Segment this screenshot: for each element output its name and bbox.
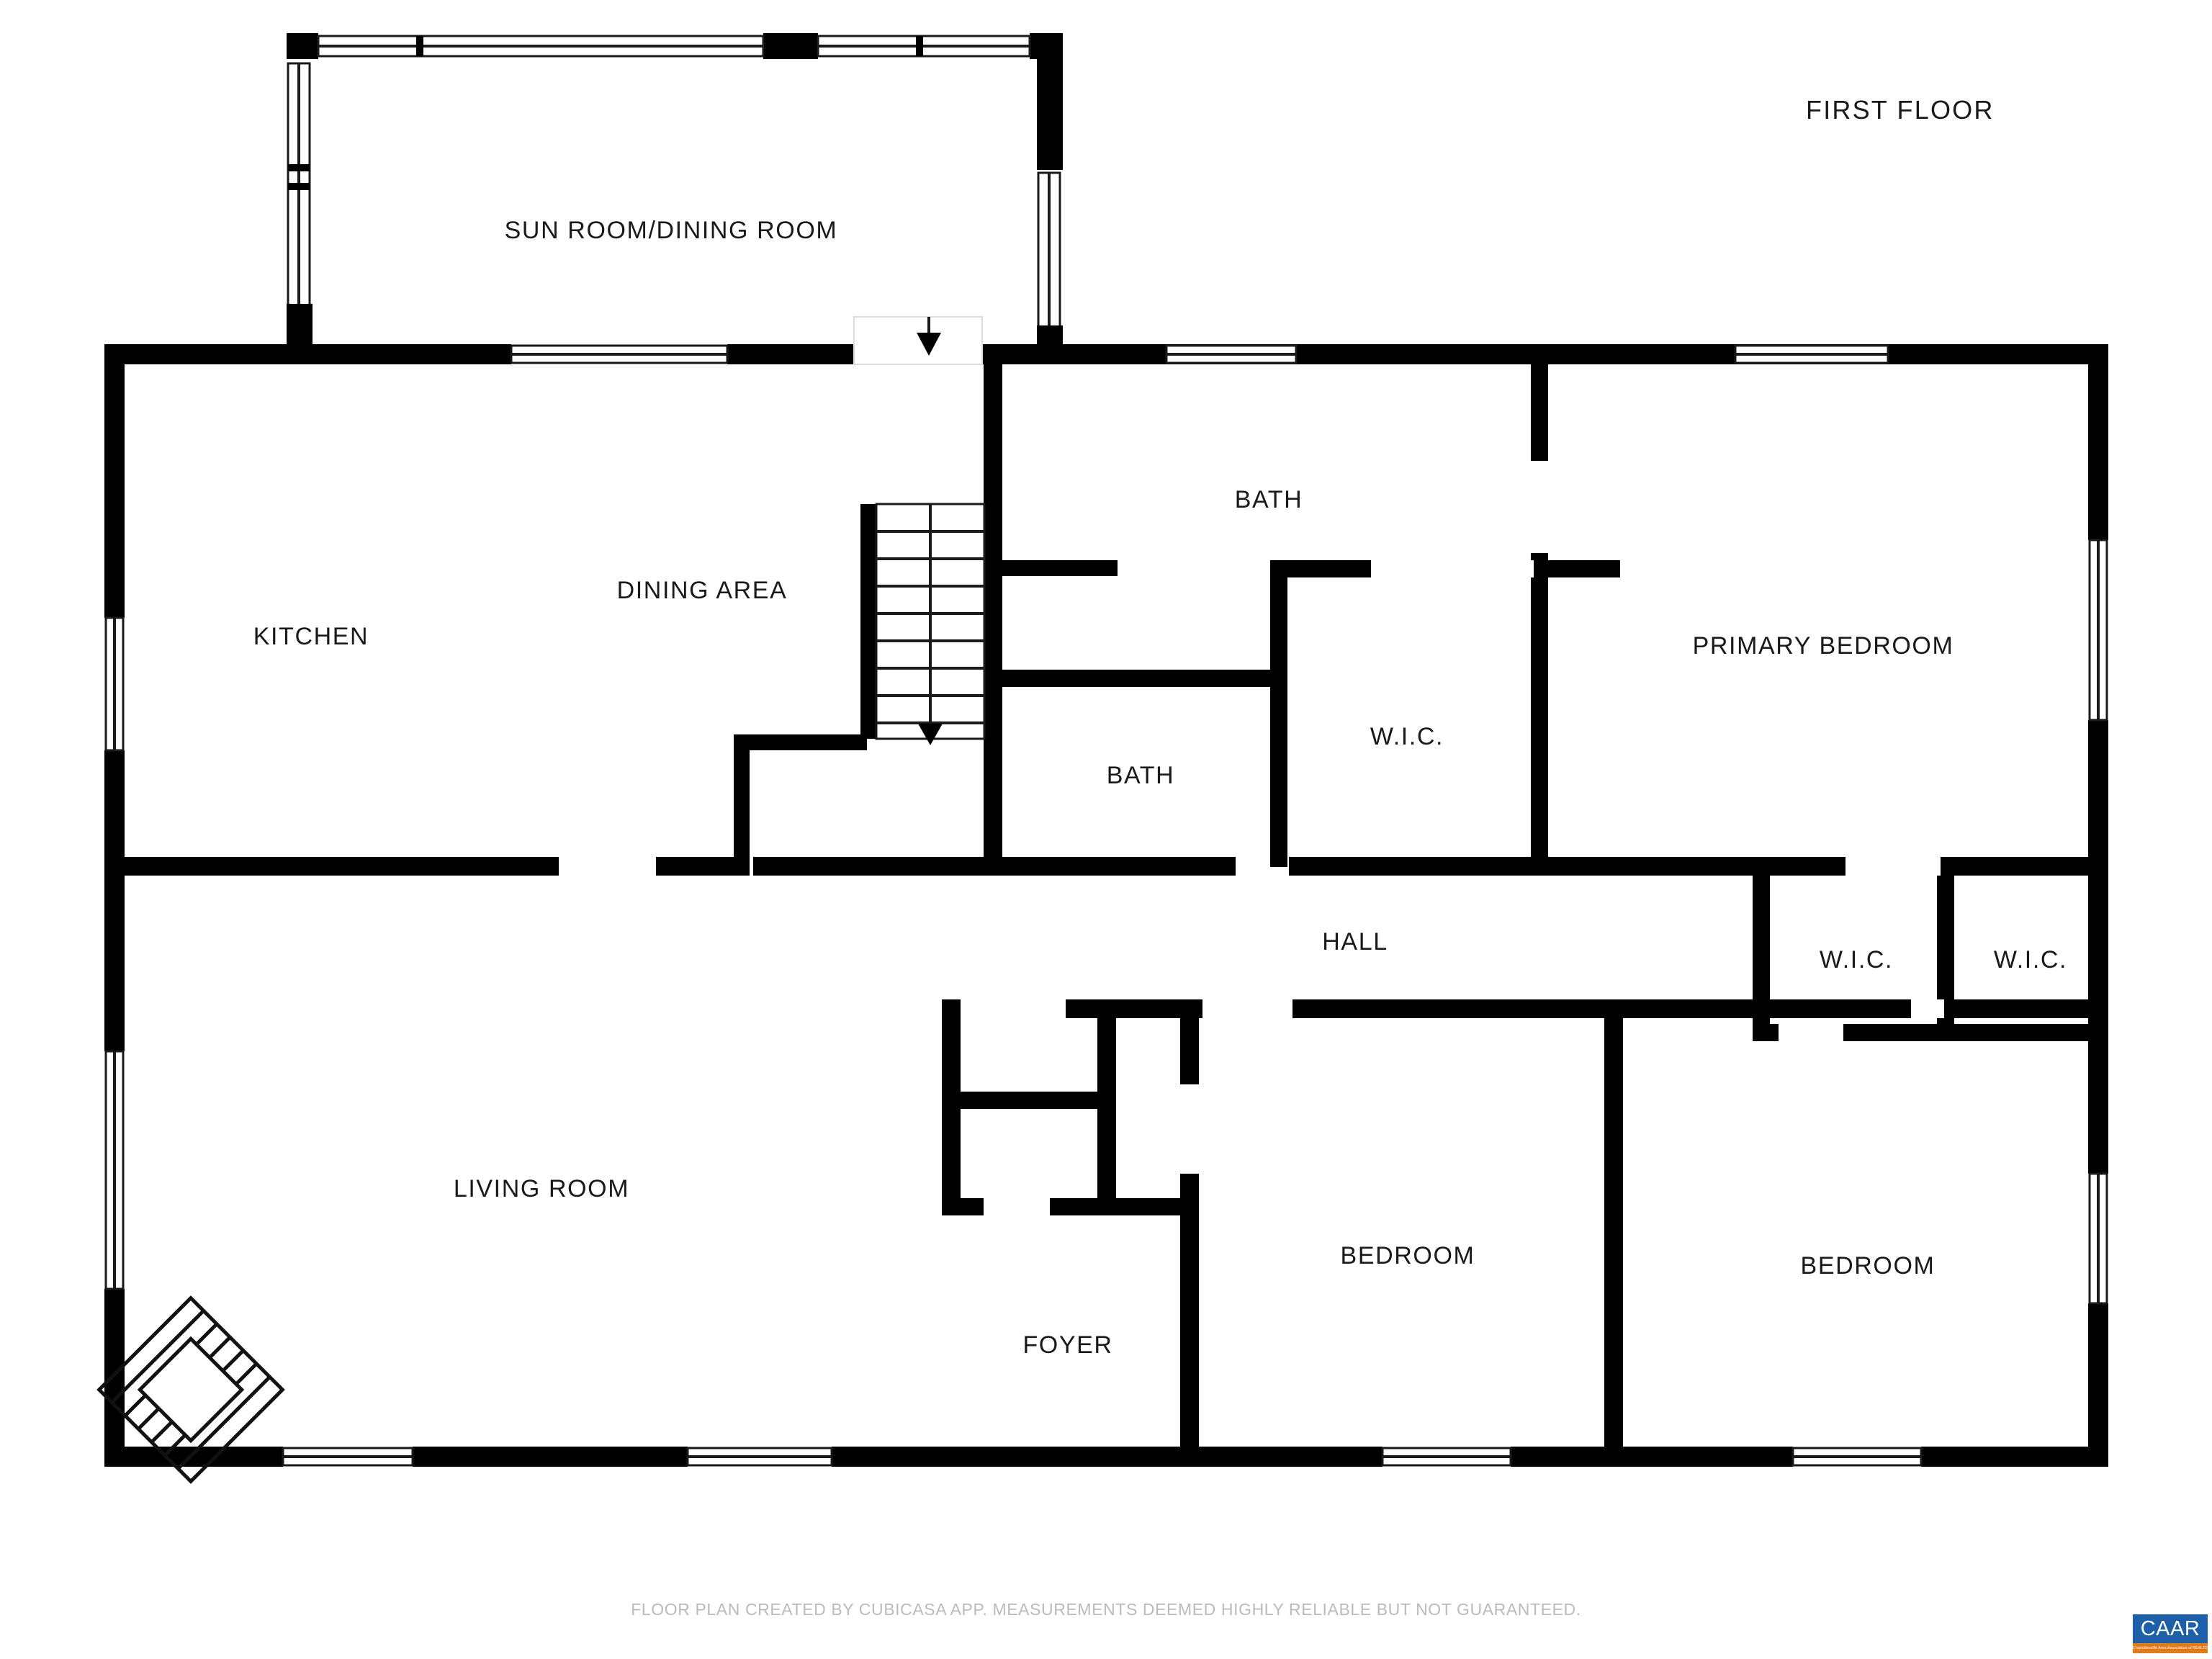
room-label-sun-room: SUN ROOM/DINING ROOM (505, 217, 838, 244)
caar-logo-tagline: Charlottesville Area Association of REAL… (2133, 1643, 2208, 1653)
sunroom-entry-door (853, 316, 983, 365)
caar-logo: CAAR Charlottesville Area Association of… (2133, 1614, 2208, 1653)
sun-room-structure (287, 33, 1063, 360)
room-label-primary-bedroom: PRIMARY BEDROOM (1693, 632, 1954, 660)
window-sunroom-left (287, 62, 311, 337)
window-bedroom-right-bottom (1791, 1447, 1923, 1467)
window-sunroom-top-left (317, 35, 765, 58)
window-bedroom-mid-bottom (1381, 1447, 1512, 1467)
room-label-kitchen: KITCHEN (253, 623, 369, 650)
window-kitchen-left (104, 616, 125, 752)
room-label-hall: HALL (1322, 928, 1388, 956)
window-primary-right (2088, 539, 2108, 721)
room-label-living-room: LIVING ROOM (454, 1175, 629, 1202)
room-label-bedroom-mid: BEDROOM (1341, 1242, 1475, 1269)
caar-logo-word: CAAR (2140, 1617, 2200, 1640)
room-label-foyer: FOYER (1022, 1331, 1112, 1359)
window-sunroom-top-right (817, 35, 1031, 58)
room-label-bath-lower: BATH (1107, 762, 1175, 789)
window-living-left (104, 1050, 125, 1290)
window-primary-top (1734, 344, 1889, 364)
window-living-bottom-left (282, 1447, 414, 1467)
room-label-bath-upper: BATH (1235, 486, 1303, 513)
interior-walls (104, 344, 2108, 1462)
page-title: FIRST FLOOR (1806, 95, 1995, 125)
room-labels: SUN ROOM/DINING ROOM KITCHEN DINING AREA… (253, 217, 2067, 1359)
room-label-dining-area: DINING AREA (617, 577, 788, 604)
window-living-bottom-right (686, 1447, 833, 1467)
room-label-wic-primary: W.I.C. (1370, 723, 1444, 750)
exterior-windows (104, 344, 2108, 1467)
window-sunroom-right (1037, 171, 1061, 331)
room-label-bedroom-right: BEDROOM (1801, 1252, 1936, 1280)
window-kitchen-top (510, 344, 729, 364)
staircase (875, 503, 986, 745)
room-label-wic-hall-right: W.I.C. (1994, 946, 2067, 974)
window-bedroom-right (2088, 1172, 2108, 1305)
room-label-wic-hall-left: W.I.C. (1820, 946, 1893, 974)
window-bath-top (1165, 344, 1298, 364)
exterior-walls (104, 344, 2108, 1467)
disclaimer-text: FLOOR PLAN CREATED BY CUBICASA APP. MEAS… (631, 1600, 1581, 1619)
fireplace-hearth (96, 1295, 285, 1484)
